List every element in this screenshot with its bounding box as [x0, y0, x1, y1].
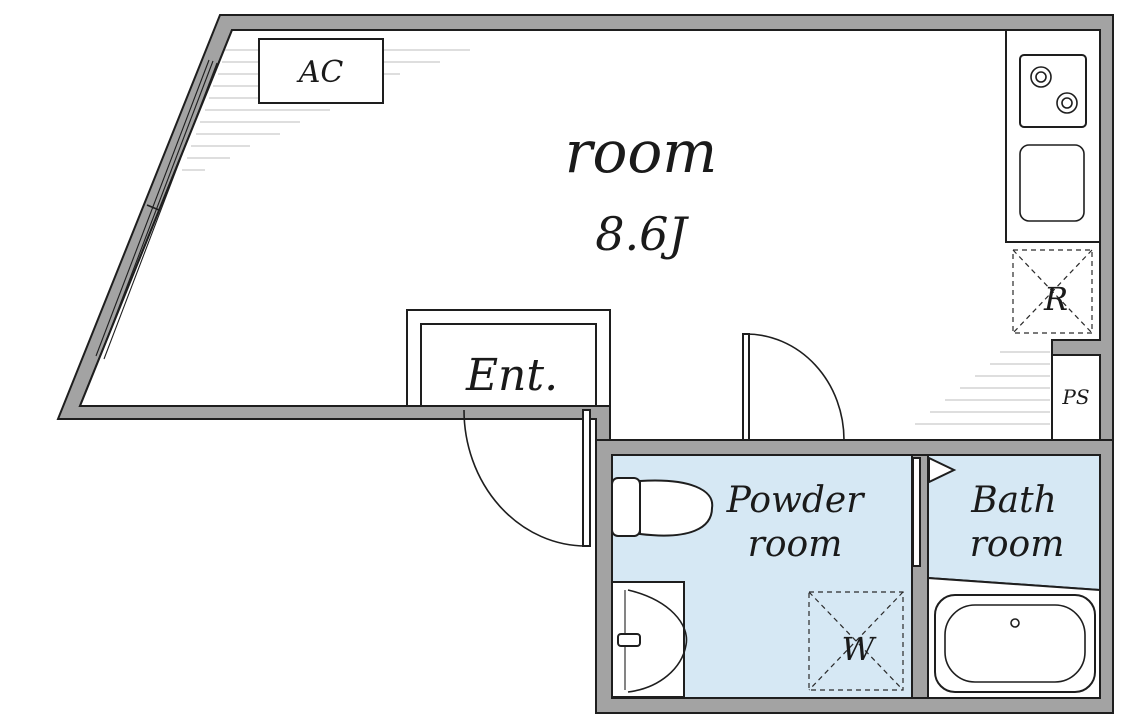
bath-room-label-line1: Bath — [970, 480, 1057, 521]
bathtub-icon — [934, 594, 1096, 693]
entrance-label: Ent. — [465, 350, 558, 401]
washer-label: W — [842, 630, 878, 668]
room-size-label: 8.6J — [595, 207, 689, 261]
powder-room-door — [742, 333, 845, 441]
stove-burner-icon — [1030, 66, 1078, 114]
bath-door — [912, 457, 921, 567]
kitchen-counter — [1005, 29, 1101, 243]
ac-label: AC — [296, 55, 344, 90]
pipe-space: PS — [1051, 354, 1101, 441]
toilet-icon — [611, 477, 714, 537]
refrigerator-space: R — [1012, 249, 1093, 334]
powder-room-label-line1: Powder — [726, 480, 866, 521]
room-name-label: room — [565, 118, 718, 186]
washer-space: W — [808, 591, 904, 691]
bath-room — [927, 454, 1101, 592]
window — [95, 59, 218, 360]
wash-basin-icon — [611, 581, 688, 698]
door-flag-icon — [928, 456, 957, 484]
refrigerator-label: R — [1043, 280, 1068, 318]
pipe-space-label: PS — [1061, 385, 1089, 409]
bath-room-label-line2: room — [970, 524, 1065, 565]
powder-room-label-line2: room — [748, 524, 843, 565]
ac-unit: AC — [258, 38, 384, 104]
entrance-door — [463, 409, 591, 547]
entrance: Ent. — [406, 309, 611, 407]
sink-icon — [1019, 144, 1085, 222]
